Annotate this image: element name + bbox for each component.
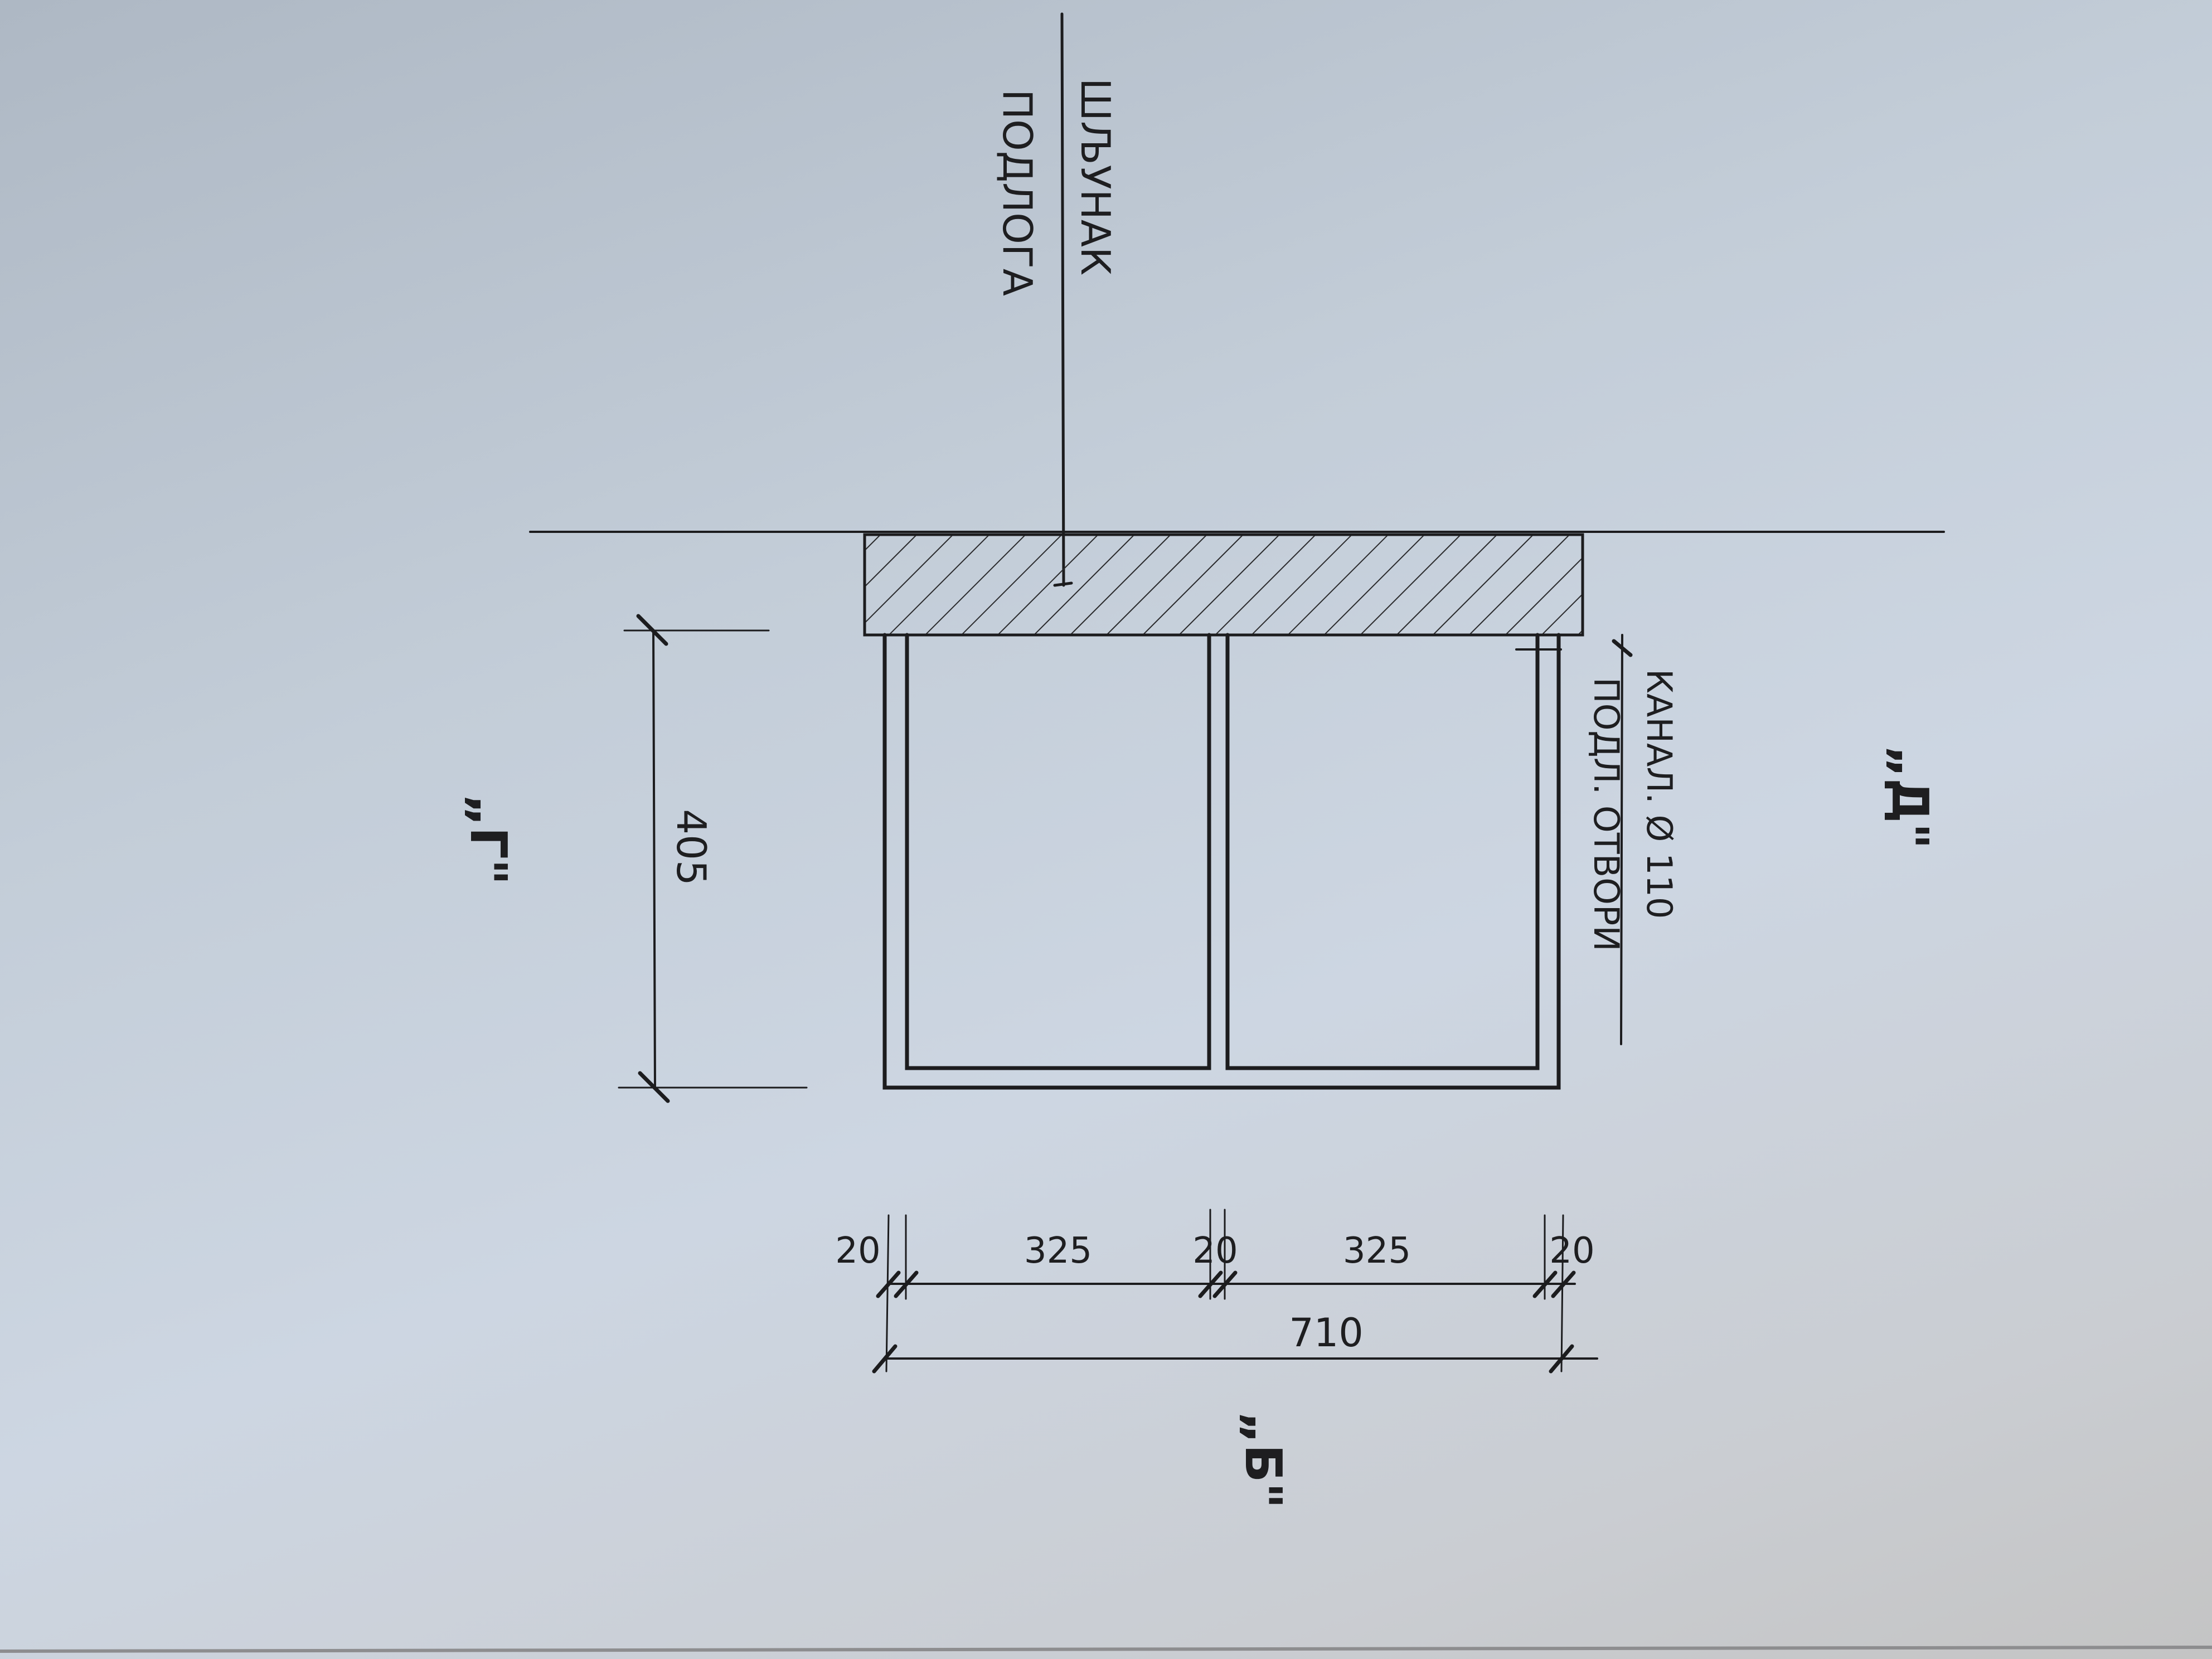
leader-line-top xyxy=(1060,12,1065,587)
section-mark-bottom: „Б" xyxy=(1234,1411,1292,1509)
section-mark-right: „Д" xyxy=(1880,745,1939,849)
channel-label-line2: ПОДЛ. ОТВОРИ xyxy=(1586,677,1627,952)
channel-section xyxy=(882,633,1562,1090)
dim-cell-left: 325 xyxy=(1024,1230,1092,1272)
width-dimension-row xyxy=(872,1209,1598,1374)
dim-wall-middle: 20 xyxy=(1192,1230,1238,1272)
hatched-slab xyxy=(863,533,1584,637)
dim-wall-left: 20 xyxy=(835,1230,880,1272)
paper-edge xyxy=(0,1646,2212,1653)
annotation-tick xyxy=(1612,639,1633,657)
ground-label-line2: ПОДЛОГА xyxy=(994,89,1041,296)
annotation-leader xyxy=(1620,634,1623,1045)
section-mark-left: „Г" xyxy=(459,794,517,885)
height-dimension xyxy=(618,614,808,1103)
dim-cell-right: 325 xyxy=(1343,1230,1411,1272)
ground-label-line1: ШЉУНАК xyxy=(1072,78,1119,275)
dim-total-width: 710 xyxy=(1289,1310,1364,1356)
height-dimension-label: 405 xyxy=(668,809,715,885)
channel-label-line1: КАНАЛ. Ø 110 xyxy=(1639,669,1680,919)
dim-wall-right: 20 xyxy=(1549,1230,1594,1272)
